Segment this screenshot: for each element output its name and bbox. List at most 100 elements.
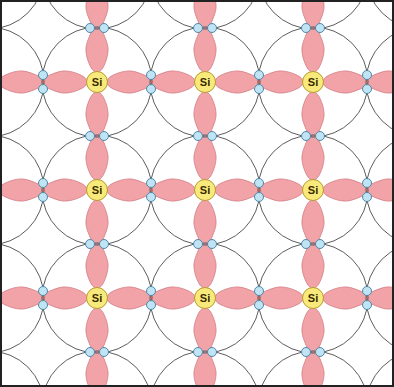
bond-lobe (194, 0, 216, 72)
silicon-atom: Si (86, 287, 108, 309)
orbit-arc (258, 243, 368, 353)
electron (255, 193, 264, 202)
electron (316, 240, 325, 249)
atom-symbol: Si (200, 77, 210, 88)
electron (147, 193, 156, 202)
electron (255, 287, 264, 296)
orbit-arc (0, 135, 44, 245)
electron (363, 179, 372, 188)
electron (255, 179, 264, 188)
electron (39, 85, 48, 94)
electron (86, 348, 95, 357)
orbit-arc (150, 0, 260, 29)
atom-symbol: Si (308, 185, 318, 196)
bond-lobe (302, 0, 324, 72)
electron (39, 179, 48, 188)
electron (302, 24, 311, 33)
orbit-arc (0, 27, 44, 137)
electron (363, 193, 372, 202)
covalent-bond (107, 287, 195, 309)
orbit-arc (258, 27, 368, 137)
atom-symbol: Si (92, 185, 102, 196)
bond-lobe (0, 179, 87, 201)
electron (363, 301, 372, 310)
electron (208, 24, 217, 33)
electron (363, 287, 372, 296)
covalent-bond (107, 71, 195, 93)
orbit-arc (258, 0, 368, 29)
orbit-arc (150, 351, 260, 387)
electron (86, 24, 95, 33)
covalent-bond (215, 287, 303, 309)
electron (39, 71, 48, 80)
electron (147, 179, 156, 188)
orbit-arc (0, 0, 44, 29)
atom-symbol: Si (200, 293, 210, 304)
electron (39, 301, 48, 310)
electron (194, 132, 203, 141)
electron (100, 24, 109, 33)
atom-symbol: Si (308, 77, 318, 88)
orbit-arc (0, 243, 44, 353)
orbit-arc (258, 351, 368, 387)
silicon-atom: Si (302, 71, 324, 93)
orbit-arc (366, 135, 394, 245)
electron (147, 71, 156, 80)
electron (100, 240, 109, 249)
electron (302, 132, 311, 141)
atom-symbol: Si (92, 293, 102, 304)
atom-symbol: Si (200, 185, 210, 196)
bond-lobe (0, 71, 87, 93)
silicon-atom: Si (194, 179, 216, 201)
electron (363, 71, 372, 80)
electron (316, 132, 325, 141)
electron (86, 132, 95, 141)
orbit-arc (366, 0, 394, 29)
bond-lobe (323, 71, 394, 93)
orbit-arc (258, 135, 368, 245)
bond-lobe (86, 308, 108, 387)
orbit-arc (150, 27, 260, 137)
bond-lobe (86, 0, 108, 72)
covalent-bond (194, 200, 216, 288)
covalent-bond (215, 71, 303, 93)
electron (194, 24, 203, 33)
electron (255, 301, 264, 310)
electron (363, 85, 372, 94)
covalent-bond (302, 200, 324, 288)
electron (39, 193, 48, 202)
orbit-arc (366, 27, 394, 137)
electron (302, 240, 311, 249)
covalent-bond (302, 92, 324, 180)
electron (100, 132, 109, 141)
silicon-atom: Si (194, 287, 216, 309)
orbit-arc (366, 351, 394, 387)
orbit-arc (42, 243, 152, 353)
covalent-bond (215, 179, 303, 201)
orbit-arc (42, 27, 152, 137)
electron (100, 348, 109, 357)
electron (194, 348, 203, 357)
bond-lobe (0, 287, 87, 309)
silicon-atom: Si (194, 71, 216, 93)
electron (316, 348, 325, 357)
atom-symbol: Si (308, 293, 318, 304)
orbit-arc (366, 243, 394, 353)
silicon-atom: Si (302, 179, 324, 201)
silicon-atom: Si (86, 179, 108, 201)
bond-lobe (323, 287, 394, 309)
electron (316, 24, 325, 33)
covalent-bond (86, 200, 108, 288)
bond-lobe (302, 308, 324, 387)
electron (86, 240, 95, 249)
electron (147, 301, 156, 310)
bond-lobe (323, 179, 394, 201)
electron (208, 132, 217, 141)
orbit-arc (42, 351, 152, 387)
orbit-arc (42, 135, 152, 245)
electron (255, 71, 264, 80)
electron (147, 85, 156, 94)
silicon-atom: Si (302, 287, 324, 309)
